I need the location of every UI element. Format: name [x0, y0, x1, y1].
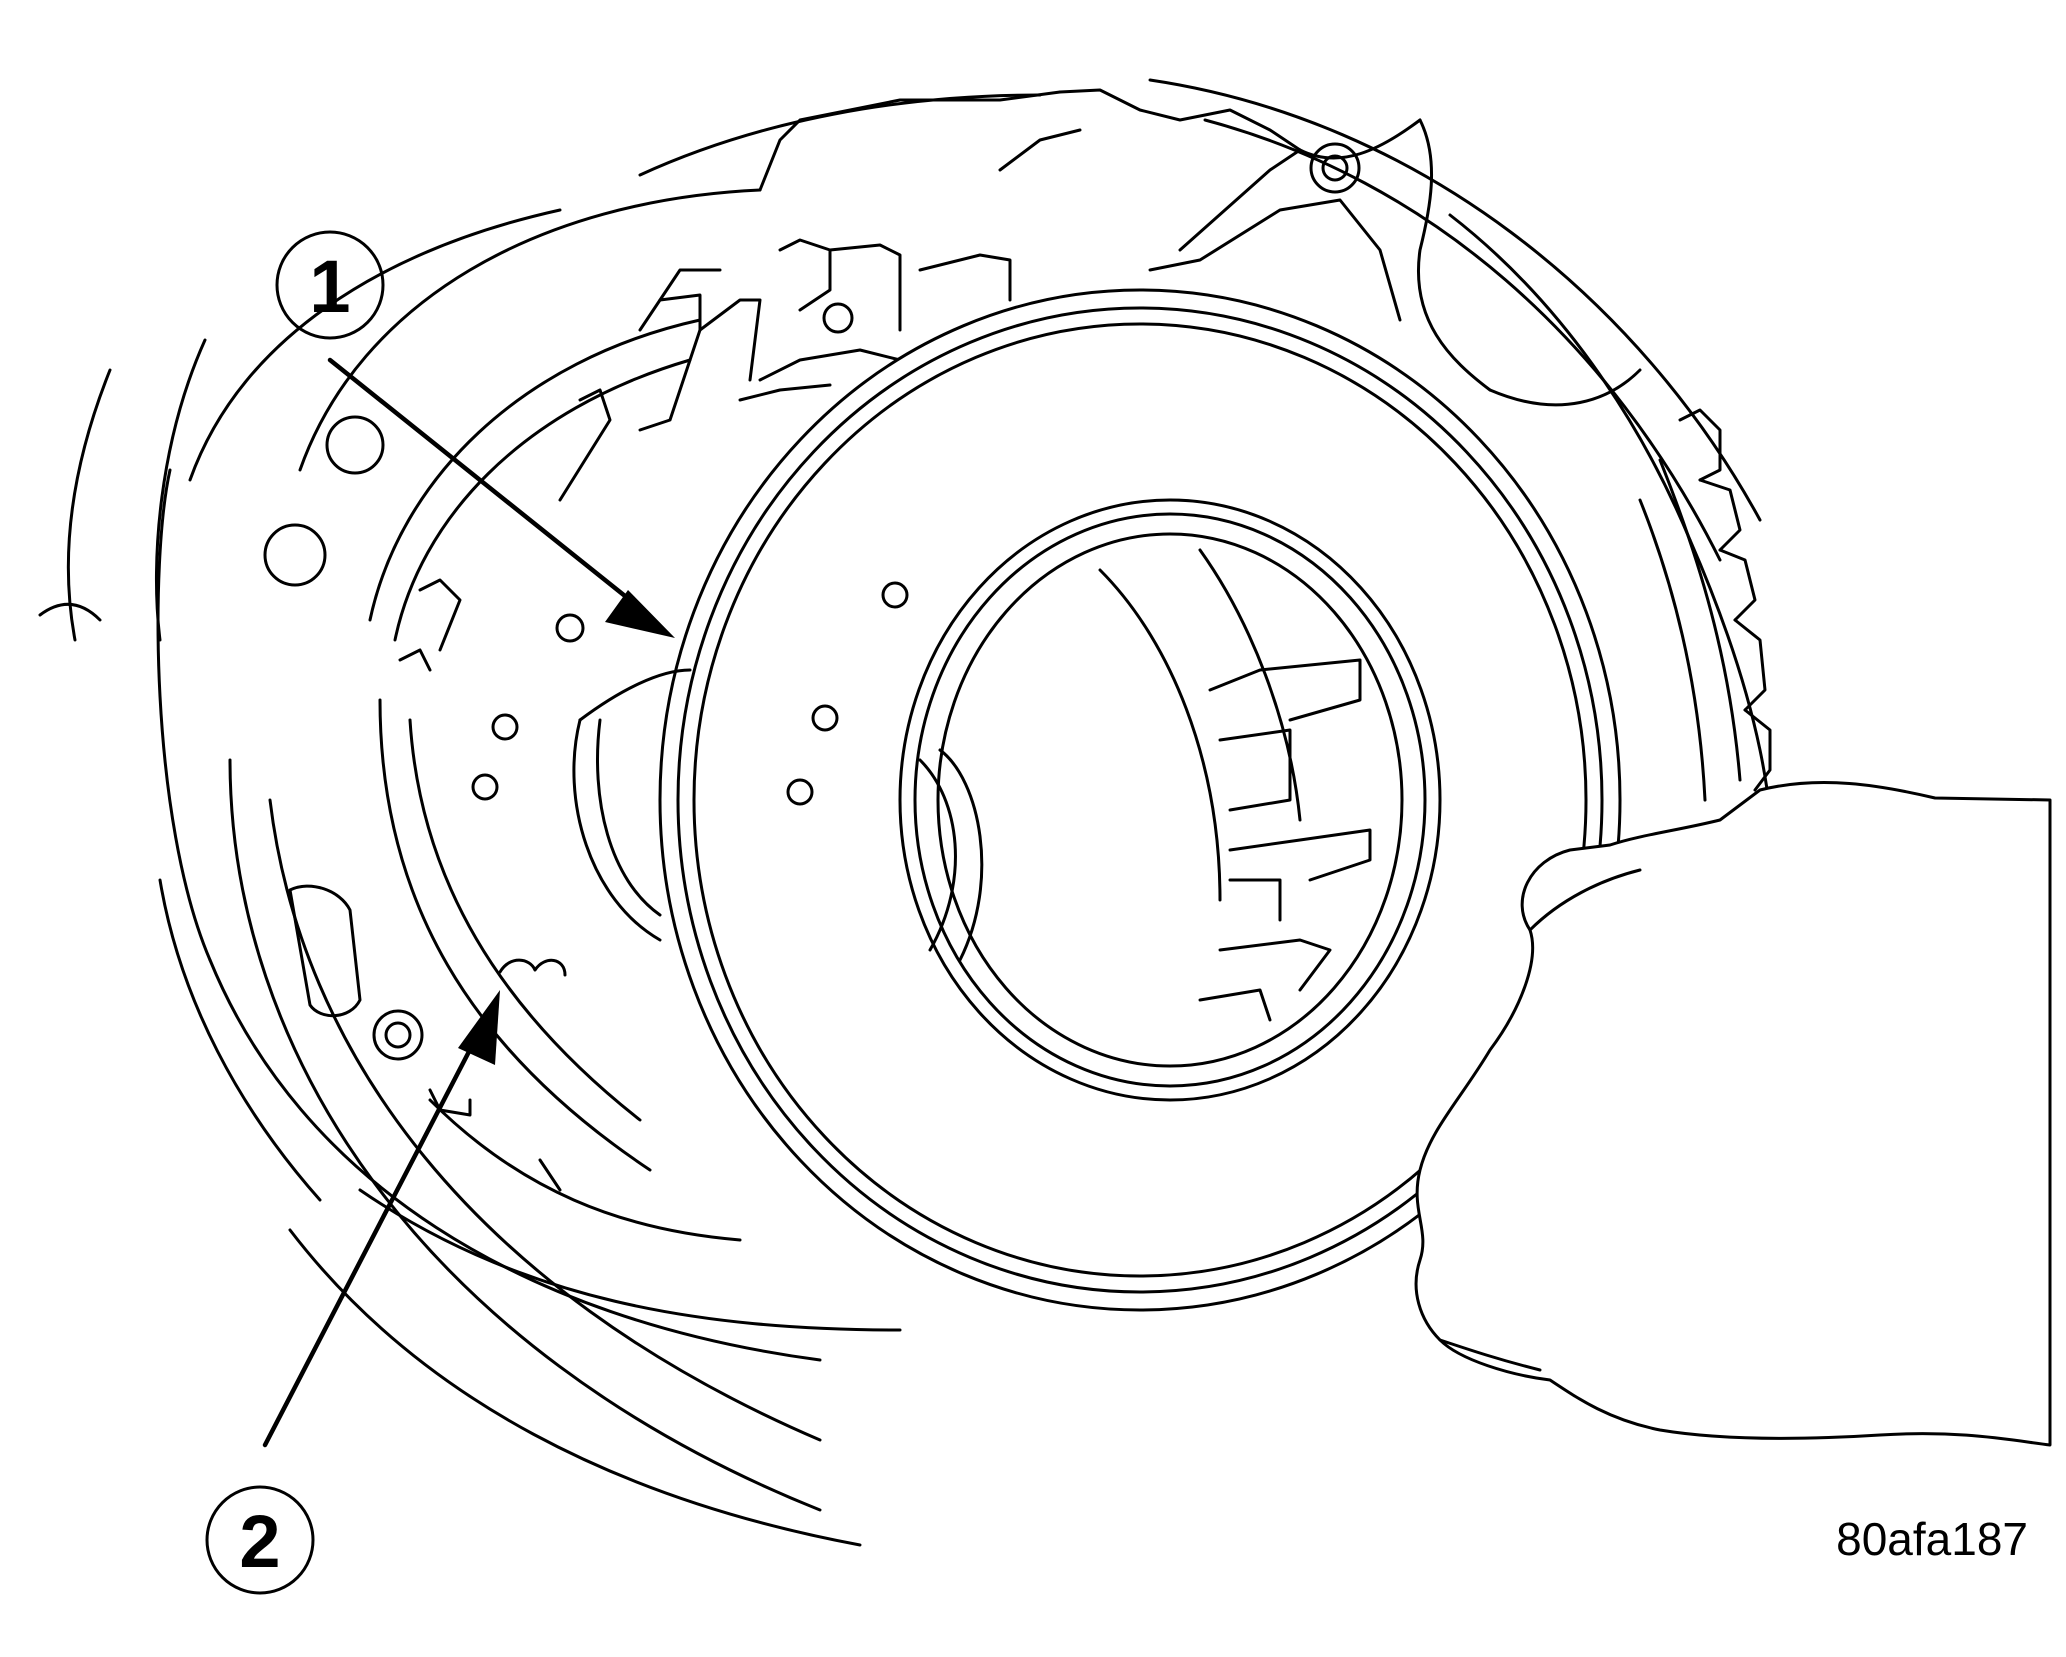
callout-2: 2 — [205, 1485, 315, 1595]
arrow-icon — [262, 357, 675, 1448]
hub-icon — [471, 613, 692, 977]
callout-2-number: 2 — [239, 1500, 280, 1583]
callout-1: 1 — [275, 230, 385, 340]
figure-code: 80afa187 — [1836, 1513, 2028, 1565]
transmission-housing-icon — [38, 78, 1774, 1547]
callout-1-number: 1 — [309, 245, 350, 328]
hand-icon — [1414, 780, 2052, 1447]
clutch-disc-icon — [658, 288, 1622, 1312]
